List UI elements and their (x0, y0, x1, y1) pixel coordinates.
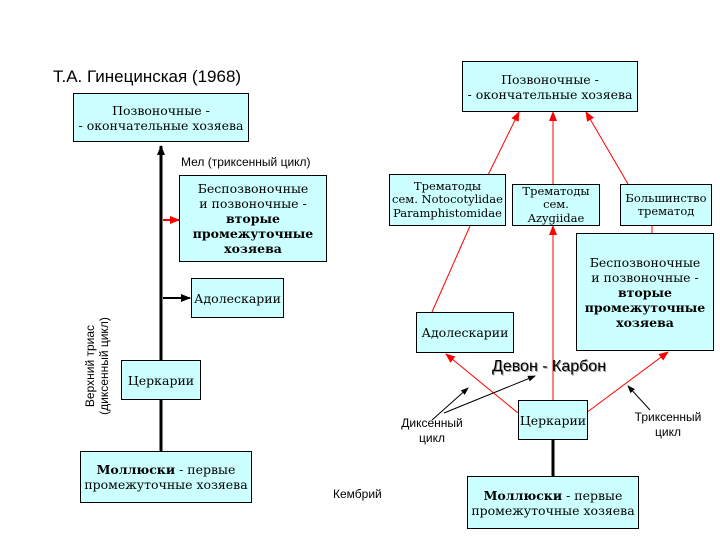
adolescaria-to-trem1 (431, 225, 471, 313)
trixenous-line-1: Триксенный (634, 410, 702, 424)
trematodes-azygiidae-box: Трематоды сем. Azygiidae (512, 184, 600, 226)
left-adolescaria-box: Адолескарии (191, 278, 284, 318)
trixenous-arrow (627, 385, 651, 411)
devonian-carboniferous-label: Девон - Карбон (492, 358, 607, 375)
right-second-bold-1: вторые (618, 284, 672, 300)
right-molluscs-bold: Моллюски (483, 487, 563, 503)
left-definitive-hosts-box: Позвоночные - - окончательные хозяева (73, 93, 249, 142)
left-molluscs-box: Моллюски - первые промежуточные хозяева (80, 451, 252, 503)
right-adolescaria-label: Адолескарии (421, 325, 509, 340)
left-cercaria-box: Церкарии (121, 360, 201, 400)
left-adolescaria-label: Адолескарии (194, 290, 281, 306)
cercaria-to-second-hosts (585, 351, 669, 414)
right-molluscs-line-1: Моллюски - первые (484, 488, 623, 503)
right-second-bold-3: хозяева (616, 314, 674, 330)
dixenous-cycle-label: Диксенный цикл (396, 416, 468, 446)
trem3-to-top (585, 111, 629, 185)
left-molluscs-bold: Моллюски (96, 462, 176, 477)
trem1-to-top (487, 111, 520, 176)
trem3-line-1: Большинство (625, 190, 707, 205)
right-cercaria-label: Церкарии (519, 412, 587, 428)
left-second-line-1: Беспозвоночные (197, 181, 309, 196)
left-top-line-1: Позвоночные - (112, 102, 210, 118)
trematodes-notocotylidae-box: Трематоды сем. Notocotylidae Paramphisto… (389, 174, 506, 226)
trixenous-cycle-label: Триксенный цикл (626, 410, 710, 440)
upper-triassic-line-2: (диксенный цикл) (97, 317, 111, 415)
trem2-line-2: сем. Azygiidae (527, 197, 585, 225)
right-top-line-2: - окончательные хозяева (467, 86, 633, 102)
right-second-line-1: Беспозвоночные (589, 254, 701, 270)
trem1-line-1: Трематоды (413, 178, 482, 193)
trem2-line-1: Трематоды (522, 183, 590, 198)
cambrian-label: Кембрий (333, 487, 382, 501)
right-top-line-1: Позвоночные - (501, 71, 599, 87)
left-molluscs-rest: - первые (175, 462, 236, 477)
upper-triassic-label: Верхний триас (диксенный цикл) (83, 317, 111, 415)
right-molluscs-rest: - первые (562, 487, 623, 503)
most-trematodes-box: Большинство трематод (620, 184, 712, 226)
left-molluscs-line-1: Моллюски - первые (97, 462, 236, 477)
dixenous-arrow-2 (443, 375, 536, 414)
right-molluscs-line-2: промежуточные хозяева (471, 502, 635, 518)
left-molluscs-line-2: промежуточные хозяева (84, 477, 248, 492)
left-second-bold-2: промежуточные (192, 226, 314, 241)
trem1-line-2: сем. Notocotylidae (392, 192, 503, 207)
right-second-hosts-box: Беспозвоночные и позвоночные - вторые пр… (576, 233, 714, 351)
right-cercaria-box: Церкарии (518, 400, 588, 440)
upper-triassic-line-1: Верхний триас (83, 324, 97, 408)
left-second-hosts-box: Беспозвоночные и позвоночные - вторые пр… (179, 175, 327, 262)
right-molluscs-box: Моллюски - первые промежуточные хозяева (467, 476, 639, 529)
right-second-bold-2: промежуточные (584, 299, 706, 315)
right-second-line-2: и позвоночные - (591, 269, 699, 285)
dixenous-line-2: цикл (419, 431, 445, 445)
left-second-line-2: и позвоночные - (199, 196, 307, 211)
left-second-bold-3: хозяева (224, 241, 282, 256)
trixenous-line-2: цикл (655, 425, 681, 439)
trem3-line-2: трематод (637, 204, 695, 218)
dixenous-line-1: Диксенный (401, 416, 463, 430)
right-definitive-hosts-box: Позвоночные - - окончательные хозяева (462, 61, 638, 112)
diagram-title: Т.А. Гинецинская (1968) (53, 67, 242, 86)
cretaceous-label: Мел (триксенный цикл) (181, 155, 311, 169)
trem1-line-3: Paramphistomidae (393, 205, 502, 220)
right-adolescaria-box: Адолескарии (416, 312, 514, 353)
left-top-line-2: - окончательные хозяева (78, 117, 244, 133)
left-cercaria-label: Церкарии (127, 372, 195, 388)
cercaria-to-adolescaria (445, 353, 519, 414)
dixenous-arrow-1 (431, 387, 469, 421)
left-second-bold-1: вторые (226, 211, 280, 226)
